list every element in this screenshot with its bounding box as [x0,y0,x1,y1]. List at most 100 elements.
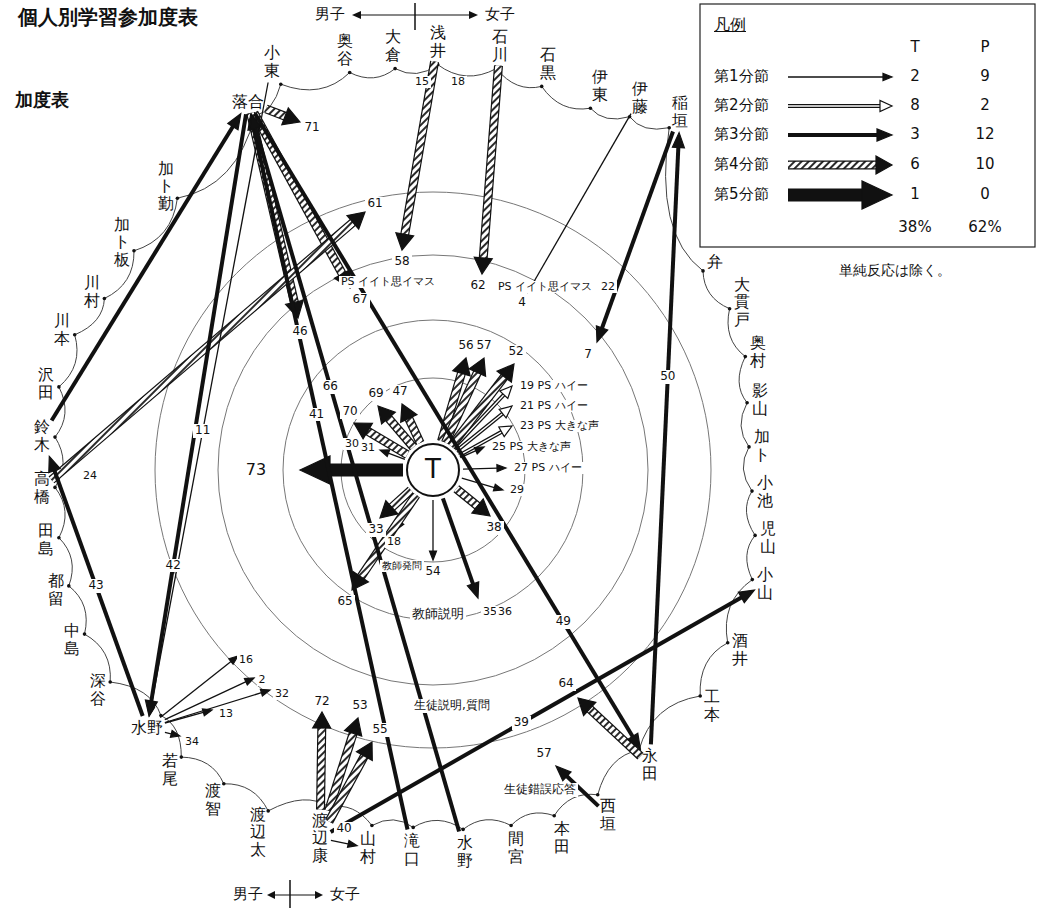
arrow-shaft [165,692,262,722]
student-name-text: 石川 [492,28,508,63]
student-name: 石川 [492,28,508,63]
arrow-shaft [405,62,435,236]
arrowhead [401,404,417,422]
participation-arrow [165,689,270,722]
callout-number: 62 [468,279,487,293]
legend-or-heading-text: P [979,39,992,56]
callout-number: PS イイト思イマス [339,276,437,289]
student-name: 若尾 [162,752,178,787]
student-name: 渡辺太 [250,806,266,859]
student-name: 石黒 [540,46,556,81]
callout-number: 23 PS 大きな声 [518,420,601,433]
student-name-text: 中島 [64,622,80,657]
seat-arc [350,69,395,78]
participation-arrow [380,450,405,460]
legend-sample [788,101,892,112]
student-name: 川村 [84,274,100,309]
seat-dot [753,534,757,538]
arrow-shaft [788,76,884,77]
seat-dot [509,824,513,828]
legend-or-heading-text: 加度表 [13,90,71,111]
seat-dot [751,578,755,582]
student-name: 酒井 [732,632,748,667]
arrowhead [354,423,372,439]
seat-arc [743,447,752,491]
callout-number: 29 [508,484,526,497]
student-name: 伊藤 [632,80,648,115]
seat-dot [745,401,749,405]
arrowhead [493,484,503,491]
seat-arc [511,813,554,826]
seat-dot [596,793,600,797]
callout-number: 36 [496,606,514,619]
student-name-text: 渡辺康 [312,812,328,865]
callout-number: 教師発問 [380,560,424,572]
arrow-shaft [589,708,641,756]
arrow-shaft [165,712,204,723]
seat-dot [67,584,71,588]
legend-or-heading-text: 2 [908,68,922,85]
participation-arrow [313,712,331,810]
legend-or-heading-text: 3 [908,126,922,143]
range-circle [218,255,648,685]
student-name-text: 大貫戸 [734,276,750,329]
legend-sample [788,181,892,209]
student-name-text: 渡智 [205,782,221,817]
callout-number: 52 [506,345,525,359]
arrowhead [313,712,331,728]
callout-number: 22 [599,281,617,294]
participation-edge [49,456,143,716]
student-name-text: 小池 [757,474,773,509]
seat-arc [747,535,755,579]
arrowhead [378,406,395,424]
legend-or-heading-text: 凡例 [712,16,748,34]
arrow-shaft [52,125,234,420]
seat-arc [746,491,755,535]
student-name-text: 滝口 [404,832,420,867]
teacher-ring [407,444,459,496]
legend-box [700,4,1035,247]
participation-arrow [528,114,631,292]
callout-number: 53 [350,699,369,713]
legend-or-heading-text: 0 [978,186,992,203]
participation-arrow [578,698,641,756]
callout-number: 教師説明 [410,607,466,622]
arrowhead [474,447,484,454]
arrow-shaft [408,417,420,443]
student-name-text: 都留 [48,572,64,607]
student-name-text: 高橋 [34,470,50,505]
student-name: 渡辺康 [312,812,328,865]
seat-dot [266,809,270,813]
student-name-text: 工本 [704,688,720,723]
callout-number: 34 [183,736,201,749]
arrow-shaft [432,500,433,552]
callout-number: 18 [449,76,467,89]
legend-text: 第4分節 [712,156,771,173]
arrowhead [880,101,892,112]
participation-arrow [596,132,673,343]
arrowhead [170,731,180,738]
callout-number: 69 [366,387,385,401]
seat-dot [701,269,705,273]
legend-or-heading-text: 単純反応は除く。 [837,262,953,278]
arrow-shaft [456,489,479,507]
student-name-text: 弁 [707,253,723,271]
callout-number: 生徒錯誤応答 [502,783,578,797]
seat-dot [370,824,374,828]
participation-edge [148,83,269,716]
legend-text: 第2分節 [712,97,771,114]
seat-dot [667,126,671,130]
arrowhead [467,582,478,598]
student-name-text: 小山 [757,566,773,601]
student-name-text: 落合 [232,93,264,111]
legend-or-heading-text: 女子 [328,886,362,903]
gender-arrow [358,14,472,15]
gender-arrowhead [469,11,478,19]
student-name: 都留 [48,572,64,607]
student-name: 高橋 [34,470,50,505]
callout-number: 2 [257,674,268,687]
arrow-hatch [589,708,641,756]
arrowhead [499,406,512,418]
arrowhead [497,364,514,382]
arrow-hatch [408,417,420,443]
